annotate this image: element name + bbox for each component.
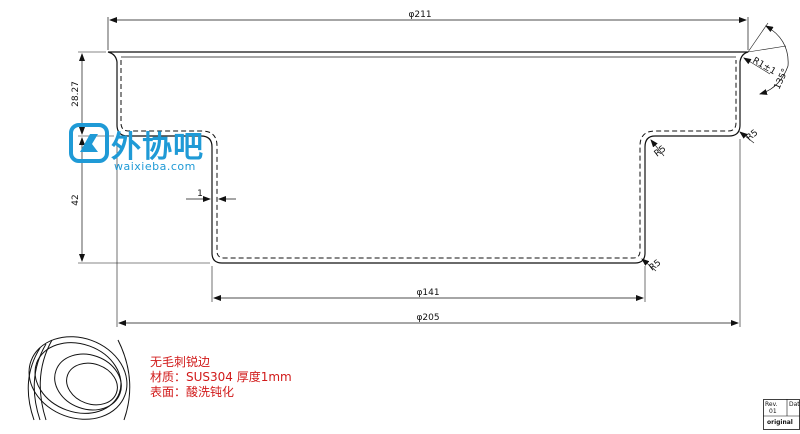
rev-label: Rev.: [765, 401, 778, 408]
radius-bottom: R5: [648, 258, 664, 273]
part-outline: [107, 51, 749, 264]
note-line-2: 材质：SUS304 厚度1mm: [150, 369, 292, 384]
watermark-name: 外协吧: [111, 130, 204, 165]
original-label: original: [767, 419, 793, 426]
dim-bottom-diameter: φ141: [416, 288, 439, 298]
dim-mid-diameter: φ205: [416, 313, 439, 323]
radius-shoulder-outer: R5: [745, 128, 761, 143]
note-line-1: 无毛刺锐边: [150, 355, 210, 369]
dim-thickness: 1: [197, 189, 203, 199]
dim-height-lower: 42: [71, 194, 81, 205]
radius-shoulder-inner: R5: [653, 144, 669, 159]
inner-wall-dashed: [120, 60, 737, 259]
note-line-3: 表面：酸洗钝化: [150, 384, 234, 399]
logo-icon: [69, 123, 109, 163]
watermark-logo: 外协吧 waixieba.com: [66, 120, 216, 173]
title-block: Rev. Dat 01 original: [763, 399, 800, 430]
angle-arc: [759, 25, 789, 95]
dim-height-upper: 28.27: [71, 81, 81, 107]
rev-value: 01: [769, 408, 777, 415]
isometric-view: [27, 336, 131, 421]
watermark-url: waixieba.com: [114, 160, 196, 173]
dim-top-diameter: φ211: [408, 10, 431, 20]
dat-label: Dat: [789, 401, 800, 408]
radius-rim: R1±1: [751, 56, 778, 77]
